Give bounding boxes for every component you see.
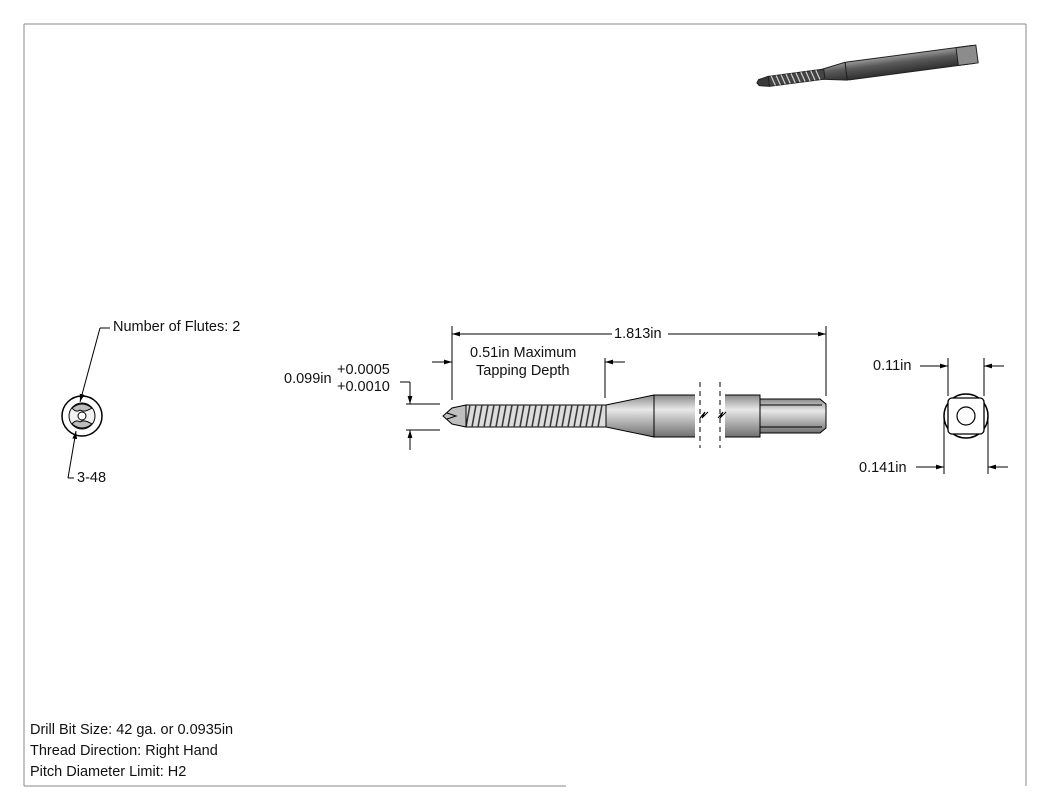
thread-size-leader [67, 430, 78, 479]
tap-end-view [61, 395, 103, 437]
tolerance-lower-label: +0.0010 [337, 379, 390, 395]
pitch-diameter-note: Pitch Diameter Limit: H2 [30, 764, 187, 780]
break-lines [699, 382, 721, 448]
flutes-leader [79, 327, 110, 403]
square-width-dimension [920, 358, 1004, 396]
thread-size-label: 3-48 [77, 470, 107, 486]
tapping-depth-label-line1: 0.51in Maximum [470, 345, 577, 361]
tapping-depth-dimension [432, 358, 625, 398]
overall-length-label: 1.813in [614, 326, 662, 342]
tap-side-view [442, 392, 827, 440]
drill-bit-size-note: Drill Bit Size: 42 ga. or 0.0935in [30, 722, 234, 738]
overall-length-dimension [451, 326, 827, 400]
shank-diameter-label: 0.141in [859, 460, 907, 476]
tap-isometric-view [756, 44, 979, 87]
diameter-label: 0.099in [284, 371, 332, 387]
tap-square-end-view [943, 393, 989, 439]
specification-notes: Drill Bit Size: 42 ga. or 0.0935in Threa… [30, 720, 233, 783]
square-width-label: 0.11in [873, 358, 912, 374]
thread-direction-note: Thread Direction: Right Hand [30, 743, 218, 759]
diameter-dimension [400, 381, 440, 450]
tapping-depth-label-line2: Tapping Depth [476, 363, 570, 379]
flutes-label: Number of Flutes: 2 [113, 319, 241, 335]
sheet-border [23, 23, 1027, 787]
shank-diameter-dimension [916, 418, 1008, 474]
tolerance-upper-label: +0.0005 [337, 362, 390, 378]
